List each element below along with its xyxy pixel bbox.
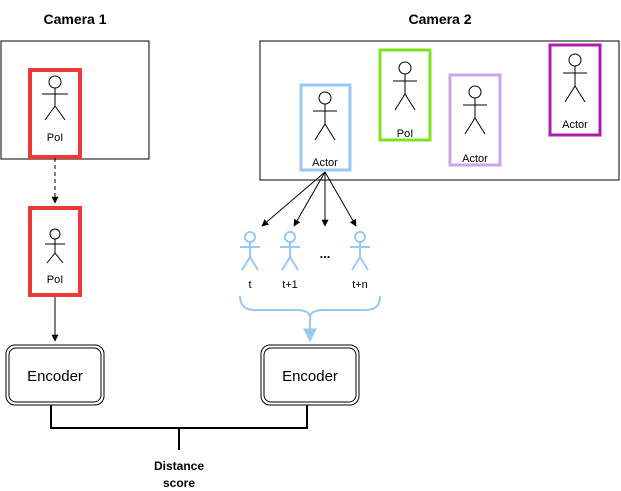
distance-score-label-line1: Distance: [154, 459, 204, 473]
sequence-label-tn: t+n: [352, 279, 368, 291]
camera2-actor3-stickman-icon: [463, 85, 487, 135]
camera2-actor1-stickman-icon: [313, 91, 337, 141]
distance-score-label-line2: score: [163, 476, 195, 490]
camera2-actor4-stickman-icon: [563, 53, 587, 103]
camera2-actor1-label: Actor: [312, 157, 338, 169]
sequence-fanout-arrows: [261, 171, 357, 227]
left-encoder-box: [8, 347, 102, 403]
sequence-t1-stickman-icon: [280, 231, 300, 271]
camera1-poi-stickman-icon: [42, 75, 68, 121]
right-encoder-box: [263, 347, 357, 403]
crop-poi-label: PoI: [47, 274, 64, 286]
sequence-label-t: t: [248, 279, 251, 291]
left-encoder-label: Encoder: [27, 368, 83, 385]
camera2-title: Camera 2: [408, 11, 471, 27]
crop-poi-stickman-icon: [45, 228, 65, 264]
sequence-tn-stickman-icon: [350, 231, 370, 271]
sequence-t-stickman-icon: [240, 231, 260, 271]
camera1-poi-label: PoI: [47, 132, 64, 144]
sequence-label-t1: t+1: [282, 279, 298, 291]
sequence-ellipsis: ...: [320, 246, 331, 261]
camera2-actor4-label: Actor: [562, 119, 588, 131]
camera2-poi-stickman-icon: [393, 61, 417, 111]
camera2-poi-label: PoI: [397, 128, 414, 140]
right-encoder-label: Encoder: [282, 368, 338, 385]
sequence-brace: [239, 295, 381, 319]
encoder-join-connector: [50, 405, 308, 450]
camera1-title: Camera 1: [43, 11, 106, 27]
camera2-actor3-label: Actor: [462, 153, 488, 165]
